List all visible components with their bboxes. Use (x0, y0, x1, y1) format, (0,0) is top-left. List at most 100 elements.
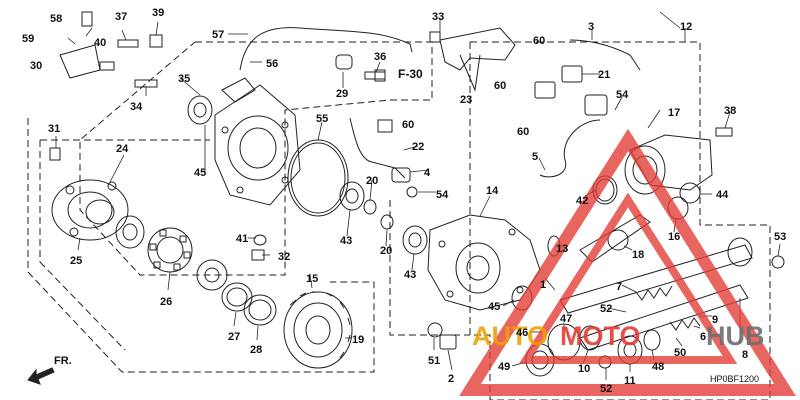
callout-34: 34 (130, 101, 143, 113)
callout-44: 44 (716, 189, 729, 201)
callout-1: 1 (540, 279, 546, 291)
callout-56: 56 (266, 58, 278, 70)
callout-8: 8 (742, 349, 748, 361)
bolt-58 (81, 11, 93, 27)
callout-29: 29 (336, 88, 348, 100)
bolt-34 (134, 79, 158, 88)
callout-53: 53 (774, 231, 786, 243)
seal-20b (380, 214, 394, 230)
callout-33: 33 (432, 11, 444, 23)
callout-20b: 20 (380, 245, 392, 257)
bracket-23 (439, 27, 516, 92)
callout-12: 12 (680, 21, 692, 33)
callout-5: 5 (532, 151, 538, 163)
callout-55: 55 (316, 113, 328, 125)
callout-60a: 60 (533, 35, 545, 47)
callout-38: 38 (724, 105, 736, 117)
washer-51 (427, 322, 443, 338)
callout-47: 47 (560, 313, 572, 325)
callout-21: 21 (598, 69, 610, 81)
callout-52a: 52 (600, 303, 612, 315)
callout-37: 37 (115, 11, 127, 23)
callout-45b: 45 (488, 301, 500, 313)
bearing-43a (339, 181, 365, 211)
callout-22: 22 (412, 141, 424, 153)
callout-26: 26 (160, 296, 172, 308)
watermark-text-moto: MOTO (560, 321, 641, 351)
callout-15: 15 (306, 273, 318, 285)
callout-17: 17 (668, 107, 680, 119)
o-ring-44 (679, 182, 701, 204)
callout-51: 51 (428, 355, 440, 367)
differential-case (51, 179, 129, 241)
callout-59: 59 (22, 33, 34, 45)
callout-24: 24 (116, 143, 129, 155)
callout-58: 58 (50, 13, 62, 25)
bearing-45 (187, 95, 213, 125)
watermark-text-auto: AUTO (472, 321, 548, 351)
nut-39 (149, 34, 163, 48)
callout-25: 25 (70, 255, 82, 267)
wire-22 (349, 117, 406, 179)
callout-11: 11 (624, 375, 636, 387)
callout-35: 35 (178, 73, 190, 85)
bolt-40 (99, 61, 115, 71)
callout-18: 18 (632, 249, 644, 261)
callout-52b: 52 (600, 383, 612, 395)
ring-gear-19 (283, 291, 353, 369)
callout-48: 48 (652, 361, 664, 373)
shim-27 (221, 282, 253, 312)
callout-32: 32 (278, 251, 290, 263)
callout-60b: 60 (494, 80, 506, 92)
front-arrow-icon (27, 367, 55, 385)
callout-45a: 45 (194, 167, 206, 179)
group-box-12 (469, 41, 771, 400)
callout-7: 7 (616, 281, 622, 293)
callout-28: 28 (250, 344, 262, 356)
shim-28 (243, 294, 277, 326)
seal-20a (363, 199, 377, 215)
washer-53 (771, 255, 785, 269)
watermark-logo (459, 128, 796, 396)
bracket-60 (377, 119, 393, 133)
gear-case-14 (427, 214, 541, 311)
callout-43a: 43 (340, 235, 352, 247)
ring-48 (643, 329, 661, 351)
o-ring-55 (287, 139, 349, 217)
cam-gear (196, 259, 228, 291)
callout-14: 14 (486, 185, 499, 197)
pinion-gear (115, 215, 145, 249)
bolt-38 (715, 127, 733, 137)
callout-54b: 54 (436, 189, 449, 201)
callout-46: 46 (516, 327, 528, 339)
callout-4: 4 (424, 167, 431, 179)
callout-10: 10 (578, 363, 590, 375)
callout-50: 50 (674, 347, 686, 359)
callout-57: 57 (212, 29, 224, 41)
spring-6 (669, 317, 701, 331)
sensor-21 (561, 65, 583, 83)
callout-2: 2 (448, 373, 454, 385)
drive-shaft-8 (579, 284, 749, 351)
callout-60c: 60 (517, 126, 529, 138)
callout-19: 19 (352, 334, 364, 346)
bolt-36 (364, 69, 386, 82)
cap-29 (335, 54, 353, 70)
callout-6: 6 (700, 331, 706, 343)
washer-41 (253, 234, 267, 246)
wire-3 (569, 39, 641, 71)
connector-sensor (584, 94, 608, 116)
plug-2 (439, 334, 457, 350)
bolt-37 (117, 39, 139, 48)
callout-49: 49 (498, 361, 510, 373)
drive-shaft-1 (559, 237, 753, 314)
callout-41: 41 (236, 233, 248, 245)
callout-13: 13 (556, 243, 568, 255)
callout-42: 42 (576, 195, 588, 207)
diagram-code: HP0BF1200 (710, 374, 759, 384)
group-box-upper (79, 41, 433, 276)
switch-60 (534, 81, 556, 99)
callout-20a: 20 (366, 175, 378, 187)
callout-16: 16 (668, 231, 680, 243)
